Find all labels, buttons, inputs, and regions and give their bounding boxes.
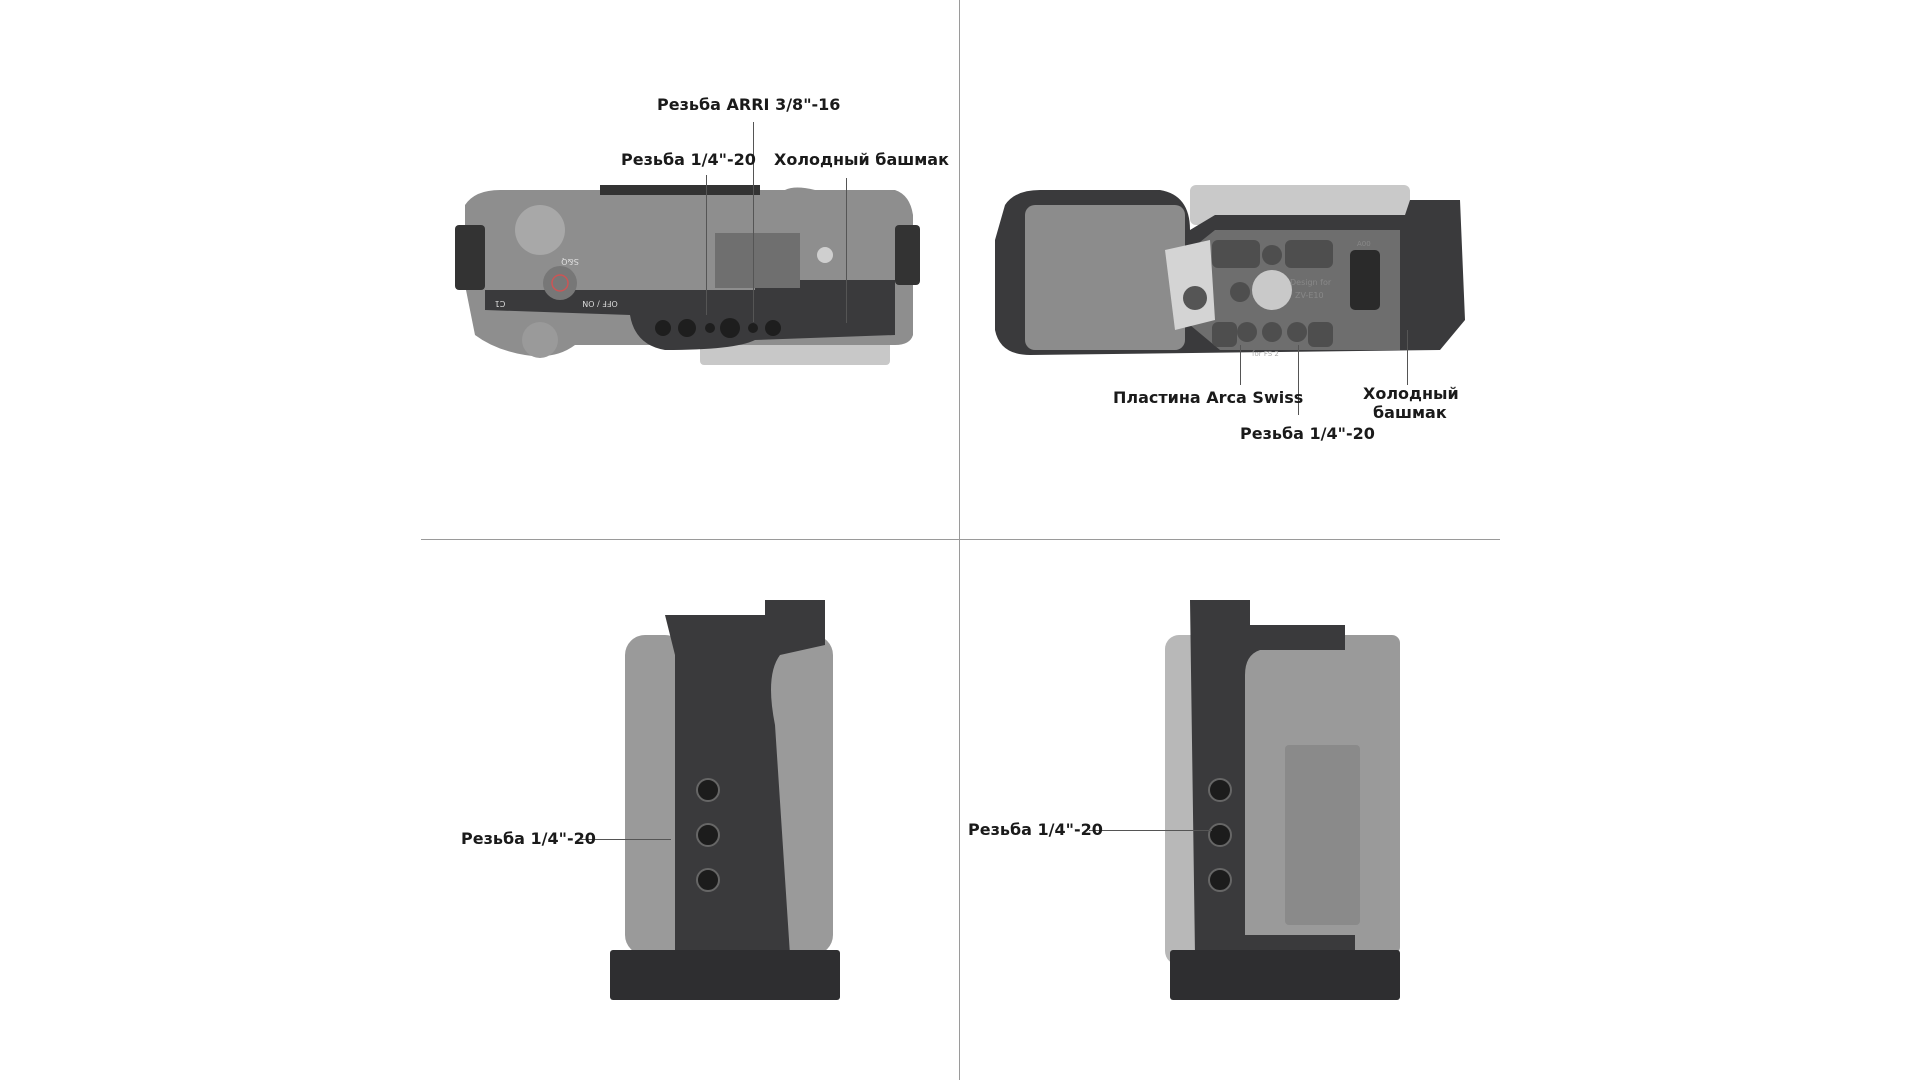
sq-marking: S&Q <box>561 257 579 266</box>
vertical-divider <box>959 0 960 1080</box>
label-arca-plate: Пластина Arca Swiss <box>1113 388 1304 407</box>
leader-line-coldshoe-bottom <box>1407 330 1408 385</box>
leader-line-quarter-bottom <box>1298 345 1299 415</box>
label-arri-thread: Резьба ARRI 3/8"-16 <box>657 95 841 114</box>
label-cold-shoe-top: Холодный башмак <box>774 150 949 169</box>
leader-line-arri <box>753 122 754 322</box>
camera-cage-bottom-view: Design for ZV-E10 for FS 2 A00 <box>995 185 1465 358</box>
leader-line-quarter-top <box>706 175 707 315</box>
plate-text-model: ZV-E10 <box>1295 291 1324 300</box>
label-quarter-thread-bottom: Резьба 1/4"-20 <box>1240 424 1375 443</box>
leader-line-coldshoe-top <box>846 178 847 323</box>
camera-cage-right-side-view <box>1165 600 1400 1000</box>
camera-cage-left-side-view <box>610 600 840 1000</box>
label-cold-shoe-bottom-2: башмак <box>1373 403 1447 422</box>
plate-text-a00: A00 <box>1357 240 1371 248</box>
leader-line-quarter-left <box>581 839 671 840</box>
label-quarter-thread-left: Резьба 1/4"-20 <box>461 829 596 848</box>
leader-line-quarter-right <box>1089 830 1212 831</box>
off-on-marking: OFF / ON <box>582 299 618 308</box>
plate-text-fs2: for FS 2 <box>1252 350 1279 358</box>
horizontal-divider <box>421 539 1500 540</box>
label-quarter-thread-right: Резьба 1/4"-20 <box>968 820 1103 839</box>
label-quarter-thread-top: Резьба 1/4"-20 <box>621 150 756 169</box>
camera-cage-top-view: C1 OFF / ON S&Q <box>455 185 920 365</box>
c1-marking: C1 <box>495 299 506 308</box>
leader-line-arca <box>1240 345 1241 385</box>
label-cold-shoe-bottom-1: Холодный <box>1363 384 1459 403</box>
plate-text-design: Design for <box>1290 278 1332 287</box>
